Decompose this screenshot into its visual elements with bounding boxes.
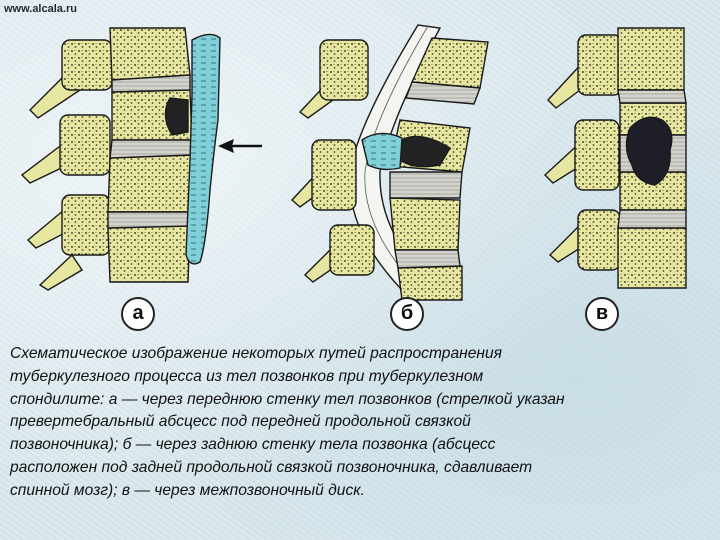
spine-illustration: а б в: [20, 24, 687, 331]
panel-b-spine: [290, 24, 489, 301]
arrow-icon: [218, 139, 262, 153]
panel-a-spine: [20, 27, 221, 291]
panel-c-spine: [543, 27, 687, 289]
panel-label-a: а: [121, 297, 155, 331]
panel-label-b: б: [390, 297, 424, 331]
figure-caption: Схематическое изображение некоторых путе…: [10, 345, 565, 499]
source-watermark: www.alcala.ru: [4, 3, 77, 15]
spine-diagram-svg: [20, 24, 687, 301]
panel-label-c: в: [585, 297, 619, 331]
